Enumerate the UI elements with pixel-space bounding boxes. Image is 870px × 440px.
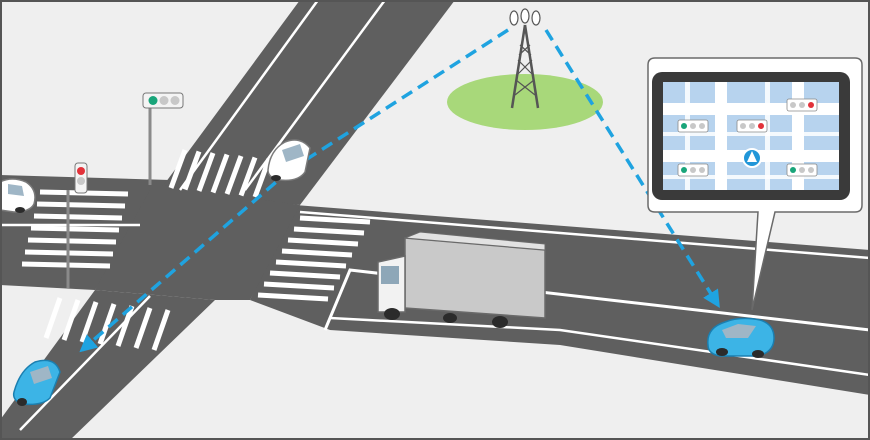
map-signal-layer (677, 98, 818, 177)
grass-patch (447, 74, 603, 130)
crosswalk-stripe (275, 259, 347, 269)
crosswalk-stripe (224, 155, 244, 195)
crosswalk-stripe (210, 153, 230, 194)
crosswalk-stripe (293, 226, 365, 236)
car-icon-white-top (267, 139, 311, 182)
crosswalk-stripe (299, 215, 371, 225)
map-traffic-light-icon (786, 98, 818, 112)
signal-link-to-right-car (544, 29, 720, 308)
crosswalk-stripe (168, 149, 188, 189)
car-icon-white-left (0, 178, 36, 213)
map-traffic-light-icon (677, 119, 709, 133)
signal-link-to-left-car (79, 168, 292, 353)
crosswalk-stripe (263, 281, 335, 291)
navigation-arrow-icon (742, 148, 762, 168)
upper-lane-line-2 (178, 0, 320, 191)
crosswalk-stripe (238, 156, 258, 197)
lane-edge-line (299, 210, 870, 260)
crosswalk-stripe (257, 292, 329, 302)
crosswalk-stripe (269, 270, 341, 280)
crosswalk-stripe (30, 225, 120, 233)
crosswalk-stripe (182, 150, 202, 191)
pole-traffic-light-icon (66, 162, 88, 288)
map-traffic-light-icon (677, 163, 709, 177)
crosswalk-stripe (252, 158, 272, 198)
upper-lane-line-1 (243, 0, 387, 191)
crosswalk-stripe (133, 307, 153, 349)
crosswalk-stripe (97, 303, 117, 345)
lane-center-line (329, 316, 870, 377)
sidewalk-edge-right (323, 268, 870, 332)
crosswalk-stripe (287, 237, 359, 247)
crosswalk-stripe (281, 248, 353, 258)
map-traffic-light-icon (736, 119, 768, 133)
crosswalk-stripe (115, 305, 135, 347)
overhead-traffic-light-icon (142, 92, 184, 185)
diagonal-road-upper (160, 0, 455, 205)
truck-icon (377, 231, 546, 328)
crosswalk-stripe (33, 213, 123, 221)
crosswalk-stripe (196, 152, 216, 192)
crosswalk-top (168, 149, 272, 198)
crosswalk-stripe (27, 237, 117, 245)
crosswalk-stripe (43, 297, 63, 339)
crosswalk-stripe (61, 299, 81, 341)
signal-link-to-white-car (289, 28, 509, 172)
crosswalk-right (257, 215, 371, 302)
crosswalk-stripe (36, 201, 126, 209)
crosswalk-stripe (151, 309, 171, 351)
crosswalk-stripe (21, 261, 111, 269)
in-car-display-callout (647, 57, 863, 311)
cell-tower-icon (509, 8, 541, 109)
car-icon-blue-right (707, 317, 775, 358)
car-icon-blue-left (12, 359, 61, 406)
intersection (95, 185, 300, 300)
map-traffic-light-icon (786, 163, 818, 177)
